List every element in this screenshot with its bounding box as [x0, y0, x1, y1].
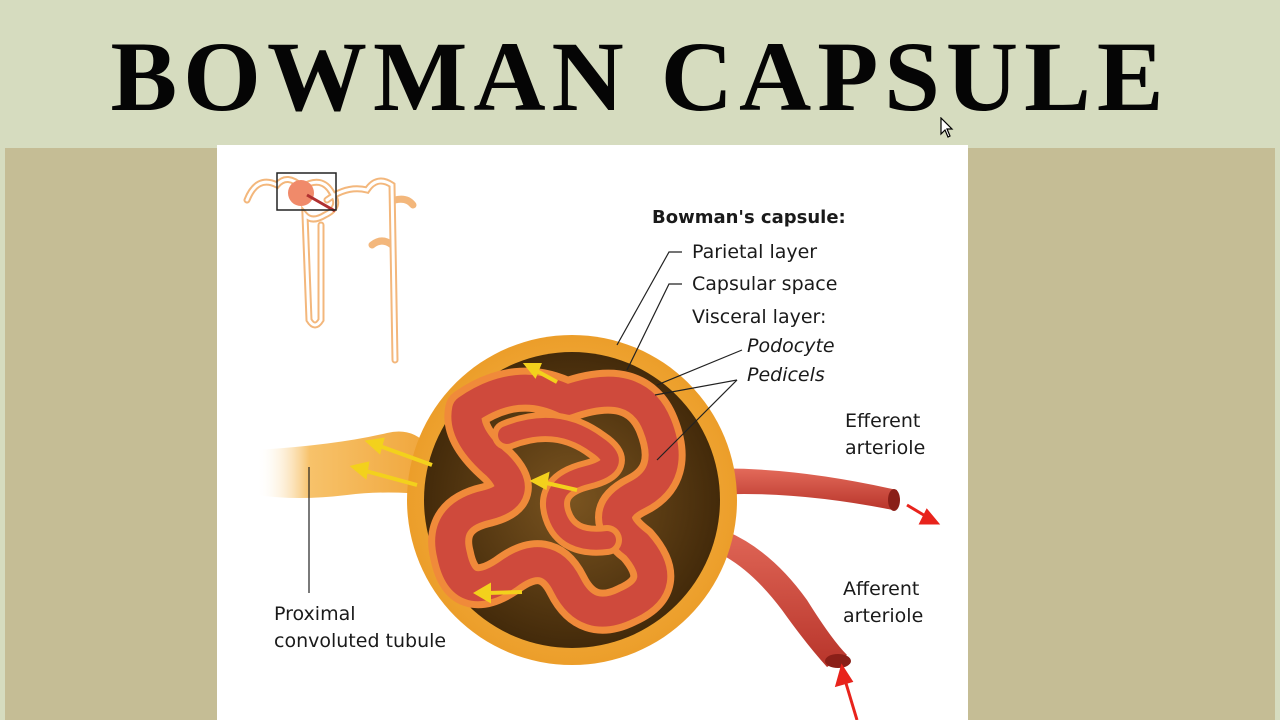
- diagram-panel: Bowman's capsule: Parietal layer Capsula…: [217, 145, 968, 720]
- afferent-label-line1: Afferent: [843, 578, 920, 600]
- pct-label-line1: Proximal: [274, 603, 356, 625]
- afferent-label-line2: arteriole: [843, 605, 924, 627]
- left-side-panel: [5, 148, 217, 720]
- efferent-arteriole-shape: [687, 468, 897, 510]
- inset-glomerulus: [288, 180, 314, 206]
- slide-title: BOWMAN CAPSULE: [110, 21, 1170, 132]
- capsule-heading-label: Bowman's capsule:: [652, 207, 846, 228]
- inset-highlight-box: [276, 172, 337, 211]
- parietal-layer-label: Parietal layer: [692, 241, 818, 263]
- efferent-label-line1: Efferent: [845, 410, 921, 432]
- pct-label-line2: convoluted tubule: [274, 630, 447, 652]
- efferent-label-line2: arteriole: [845, 437, 926, 459]
- blood-flow-arrows: [834, 503, 941, 720]
- afferent-opening: [825, 654, 851, 668]
- nephron-inset-inner: [245, 178, 397, 362]
- efferent-opening: [888, 489, 900, 511]
- glomerulus: [428, 367, 686, 634]
- podocyte-label: Podocyte: [747, 335, 835, 357]
- afferent-arteriole-shape: [687, 520, 847, 667]
- filtrate-arrows: [349, 363, 578, 604]
- proximal-tubule-shape: [257, 431, 432, 498]
- capsular-space-label: Capsular space: [692, 273, 838, 295]
- bowman-capsule-illustration: [243, 172, 941, 720]
- mouse-cursor-icon: [940, 117, 954, 138]
- leader-lines: [308, 251, 743, 593]
- inset-vessel: [306, 193, 336, 213]
- pedicels-label: Pedicels: [747, 364, 825, 386]
- title-band: [0, 0, 1280, 148]
- right-side-panel: [968, 148, 1275, 720]
- visceral-layer-label: Visceral layer:: [692, 306, 827, 328]
